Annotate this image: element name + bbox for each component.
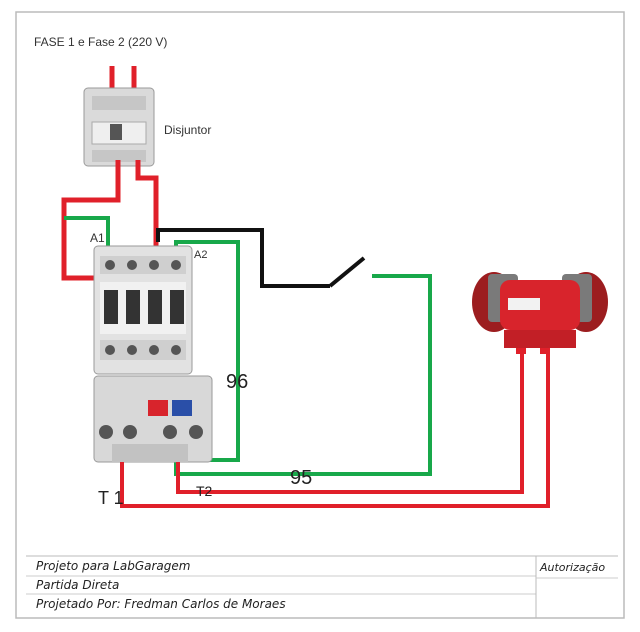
terminal-a2-label: A2 — [194, 249, 207, 261]
motor-wire-t1 — [120, 352, 550, 508]
terminal-a1-label: A1 — [90, 231, 105, 245]
title-block-project: Projeto para LabGaragem — [36, 559, 191, 573]
breaker — [83, 87, 155, 167]
control-wire-a1 — [64, 216, 110, 250]
breaker-label: Disjuntor — [164, 123, 211, 137]
title-block-subject: Partida Direta — [36, 578, 120, 592]
motor-wire-t2 — [176, 352, 524, 494]
bench-grinder-motor — [472, 272, 608, 354]
phase-wire-breaker-out-2 — [135, 160, 159, 272]
contactor — [93, 245, 193, 375]
switch-blade — [328, 256, 366, 288]
output-t1-label: T 1 — [98, 488, 124, 508]
output-t2-label: T2 — [196, 483, 213, 499]
overload-relay — [93, 375, 213, 463]
title-block-approval: Autorização — [540, 561, 606, 574]
title-block-author: Projetado Por: Fredman Carlos de Moraes — [36, 597, 286, 611]
neutral-wire — [156, 228, 330, 288]
control-wire-95 — [174, 274, 432, 476]
phase-wire-breaker-out-1 — [61, 160, 121, 281]
terminal-95-label: 95 — [290, 467, 312, 489]
supply-label: FASE 1 e Fase 2 (220 V) — [34, 35, 167, 49]
terminal-96-label: 96 — [226, 371, 248, 393]
sheet-border — [15, 11, 625, 619]
